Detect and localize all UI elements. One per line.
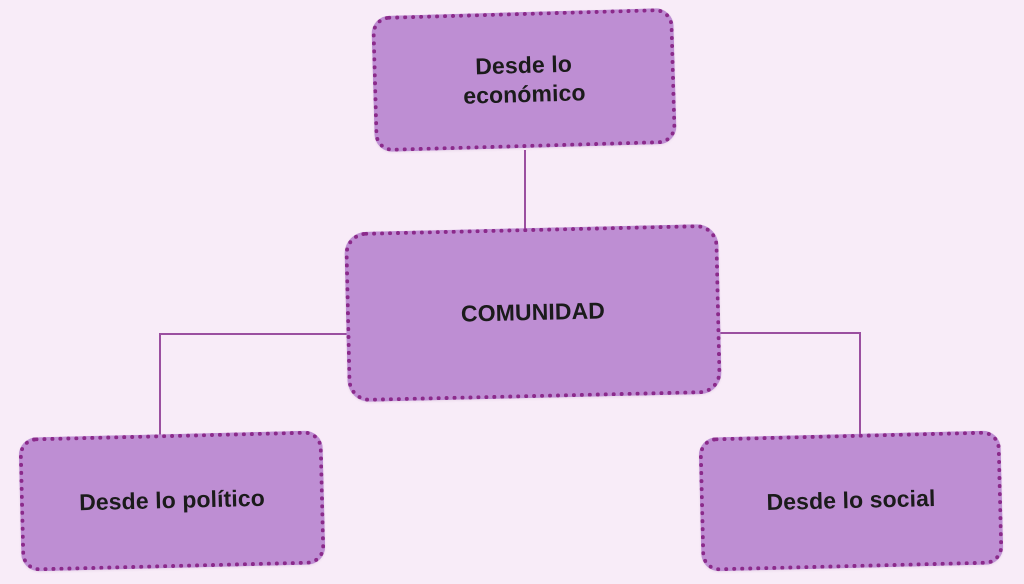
node-desde-lo-politico[interactable]: Desde lo político [18, 430, 326, 572]
node-desde-lo-economico[interactable]: Desde lo económico [371, 7, 677, 153]
node-label-comunidad: COMUNIDAD [460, 297, 606, 327]
connector-comunidad-politico [159, 333, 350, 440]
node-label-social: Desde lo social [766, 485, 936, 516]
node-comunidad[interactable]: COMUNIDAD [344, 223, 722, 403]
node-desde-lo-social[interactable]: Desde lo social [698, 430, 1004, 572]
node-label-economico: Desde lo económico [462, 50, 586, 109]
node-label-politico: Desde lo político [78, 485, 266, 516]
connector-comunidad-social [717, 332, 861, 440]
